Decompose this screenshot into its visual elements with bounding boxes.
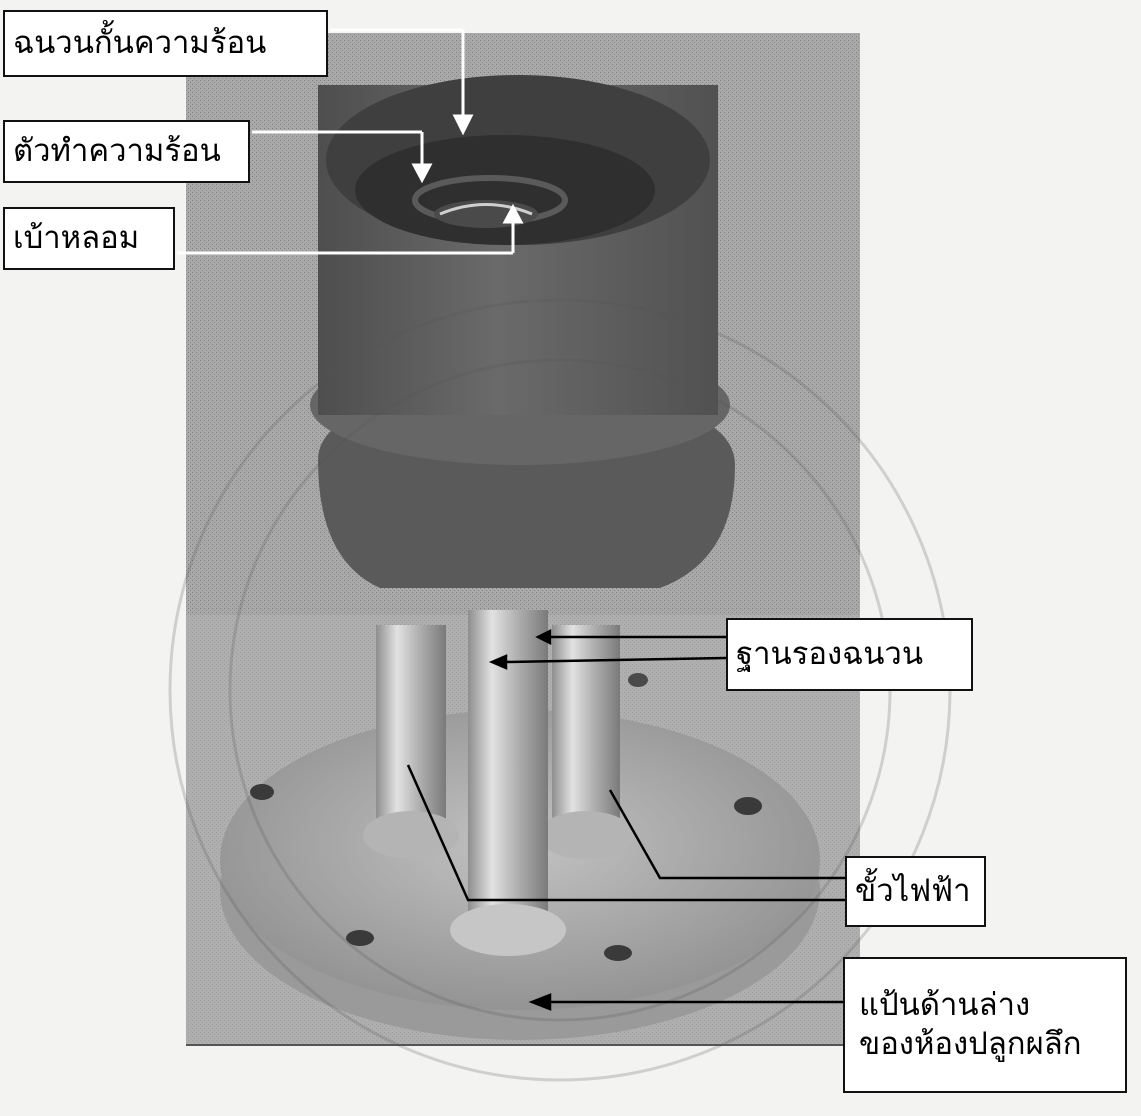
pedestal-foot	[450, 904, 566, 956]
pedestal-column	[468, 610, 548, 930]
label-insulator-pedestal: ฐานรองฉนวน	[726, 618, 973, 691]
label-crucible-base-text: เบ้าหลอม	[13, 219, 165, 258]
label-electrode: ขั้วไฟฟ้า	[845, 856, 986, 927]
base-plate-hole	[604, 945, 632, 961]
electrode-right-foot	[538, 811, 634, 859]
label-insulator-text: ฉนวนกั้นความร้อน	[13, 24, 318, 63]
base-plate-hole	[628, 673, 648, 687]
label-base-plate: แป้นด้านล่าง ของห้องปลูกผลึก	[843, 957, 1127, 1093]
label-heater: ตัวทำความร้อน	[3, 120, 250, 183]
base-plate-hole	[734, 797, 762, 815]
electrode-right	[552, 625, 620, 835]
label-base-plate-line2: ของห้องปลูกผลึก	[859, 1025, 1082, 1064]
label-crucible-base: เบ้าหลอม	[3, 207, 175, 270]
electrode-left	[376, 625, 446, 835]
label-insulator: ฉนวนกั้นความร้อน	[3, 10, 328, 77]
base-plate-hole	[250, 784, 274, 800]
label-base-plate-line1: แป้นด้านล่าง	[859, 986, 1030, 1025]
label-heater-text: ตัวทำความร้อน	[13, 132, 240, 171]
insulator-inner	[355, 135, 655, 245]
electrode-left-foot	[363, 811, 459, 859]
label-insulator-pedestal-text: ฐานรองฉนวน	[736, 635, 963, 674]
label-electrode-text: ขั้วไฟฟ้า	[855, 872, 976, 911]
